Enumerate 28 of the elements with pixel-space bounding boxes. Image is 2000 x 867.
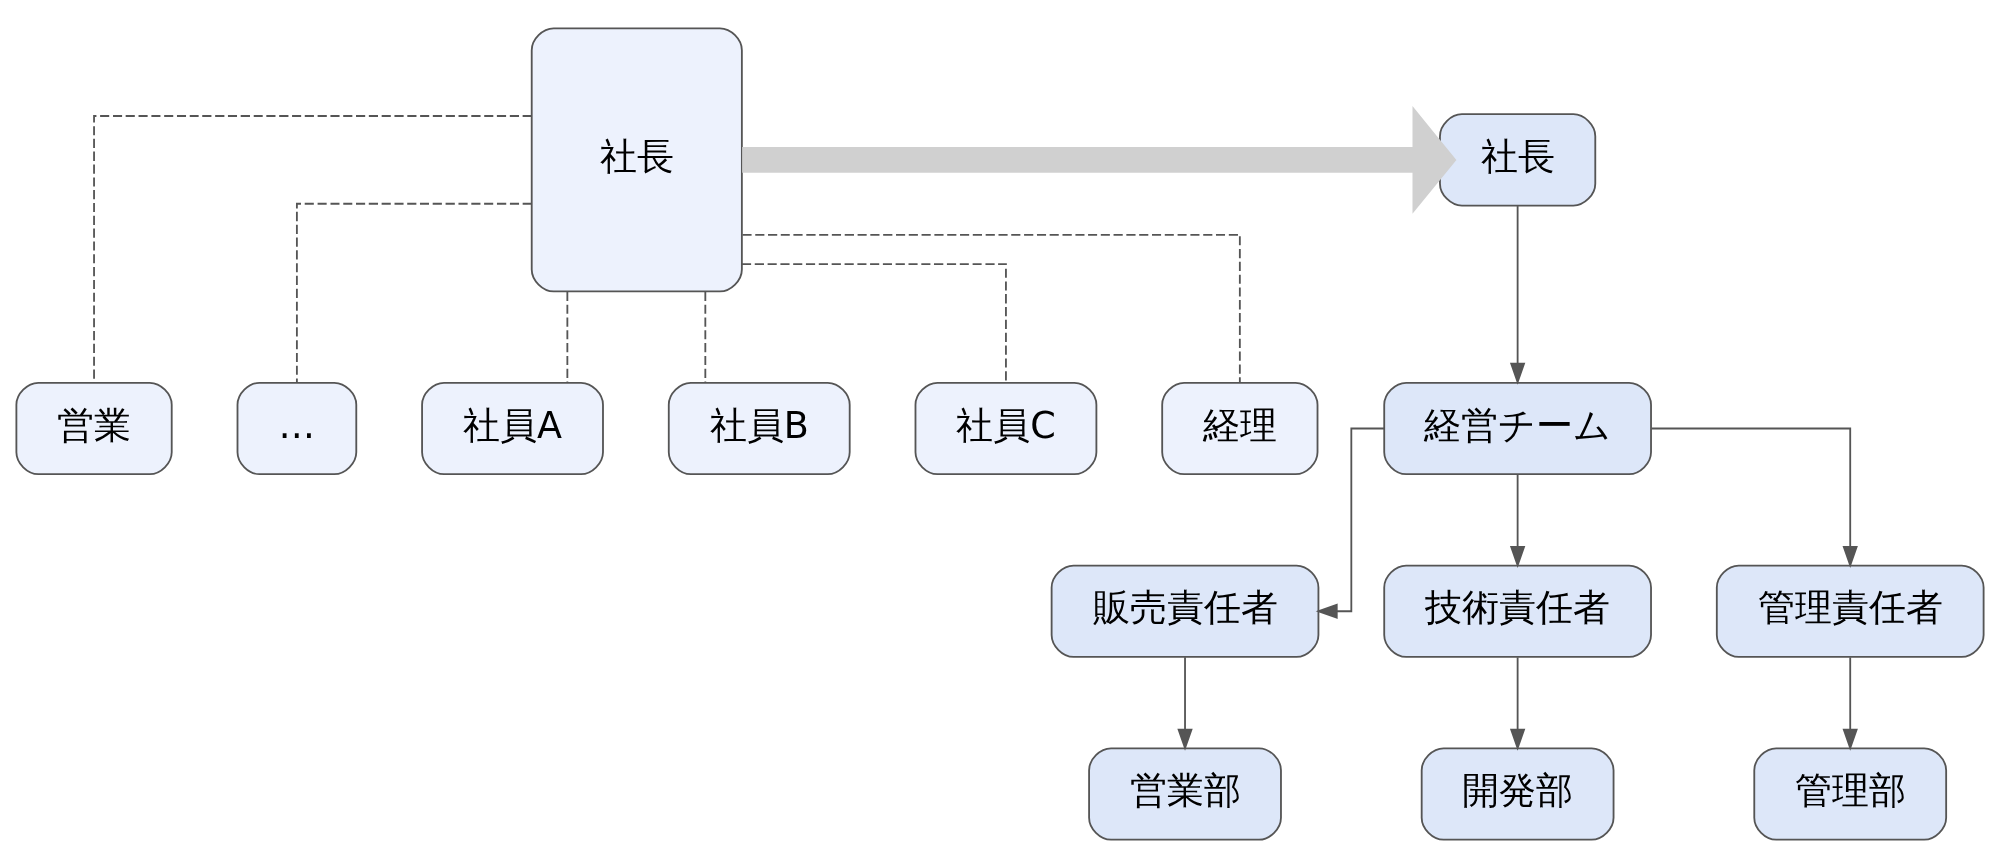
connector <box>295 202 533 383</box>
node-box: 営業 <box>15 381 173 475</box>
node-box: … <box>236 381 358 475</box>
node-box: 社員A <box>421 381 604 475</box>
arrow <box>1842 655 1858 751</box>
node-box: 社長 <box>530 26 743 292</box>
connector <box>566 290 569 384</box>
node-box: 経営チーム <box>1383 381 1652 475</box>
node-box: 管理責任者 <box>1715 564 1985 658</box>
node-box: 社員B <box>667 381 851 475</box>
node-box: 社長 <box>1439 112 1597 206</box>
node-box: 営業部 <box>1088 746 1282 841</box>
arrow <box>1177 655 1193 751</box>
connector <box>741 233 1241 384</box>
arrow <box>742 105 1457 214</box>
node-box: 管理部 <box>1753 746 1948 841</box>
node-box: 開発部 <box>1420 746 1615 841</box>
connector <box>93 114 533 383</box>
node-box: 経理 <box>1161 381 1319 475</box>
node-box: 技術責任者 <box>1383 564 1652 658</box>
connector <box>704 290 707 384</box>
arrow <box>1509 473 1526 568</box>
arrow <box>1509 655 1526 751</box>
arrow <box>1650 427 1858 568</box>
arrow <box>1509 204 1526 385</box>
node-box: 販売責任者 <box>1050 564 1320 658</box>
node-box: 社員C <box>914 381 1098 475</box>
arrow <box>1315 427 1386 619</box>
